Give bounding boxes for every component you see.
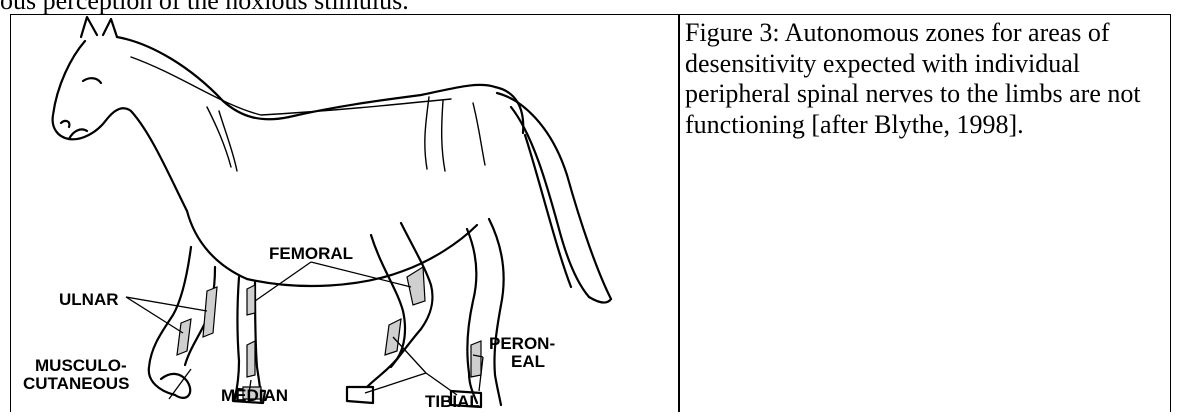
table-column-divider	[678, 15, 680, 412]
label-peroneal-line2: EAL	[511, 352, 545, 371]
label-median: MEDIAN	[221, 386, 288, 405]
figure-image-cell: ULNAR FEMORAL PERON- EAL MUSCULO- CUTANE…	[11, 15, 678, 412]
label-ulnar: ULNAR	[59, 290, 119, 309]
horse-nerve-illustration: ULNAR FEMORAL PERON- EAL MUSCULO- CUTANE…	[11, 15, 678, 413]
label-peroneal-line1: PERON-	[489, 334, 555, 353]
label-femoral: FEMORAL	[269, 244, 353, 263]
figure-table: ULNAR FEMORAL PERON- EAL MUSCULO- CUTANE…	[10, 14, 1171, 412]
label-musculocutaneous-line1: MUSCULO-	[35, 356, 127, 375]
label-musculocutaneous-line2: CUTANEOUS	[23, 374, 129, 393]
label-tibial: TIBIAL	[425, 392, 480, 411]
figure-caption: Figure 3: Autonomous zones for areas of …	[685, 18, 1155, 140]
